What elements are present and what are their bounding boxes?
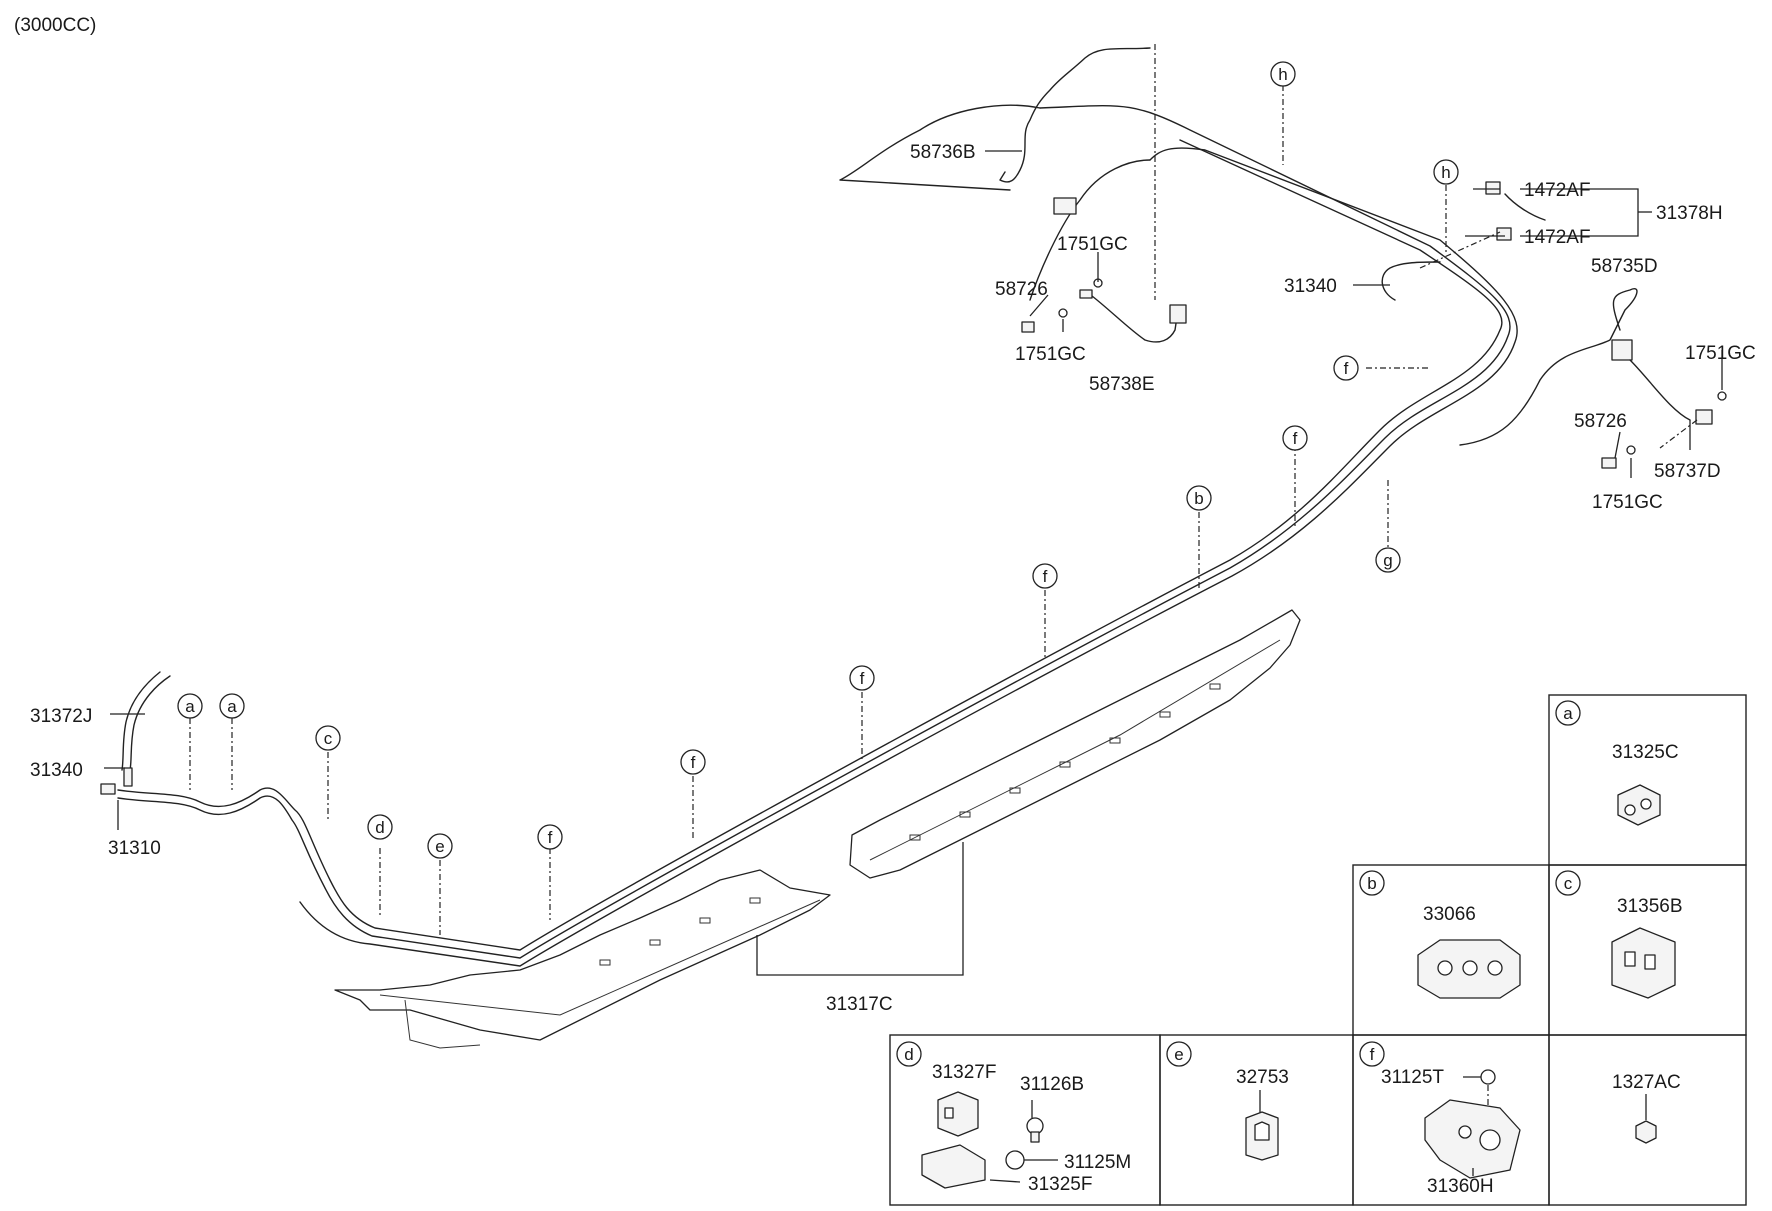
part-label: 58738E — [1089, 374, 1155, 395]
legend-letter: c — [1564, 874, 1573, 893]
rear-connector-group — [1459, 288, 1727, 469]
part-label: 58726 — [1574, 411, 1627, 432]
callout-a: a — [185, 697, 195, 716]
callout-a: a — [227, 697, 237, 716]
part-label: 31378H — [1656, 203, 1723, 224]
part-label: 1472AF — [1524, 180, 1591, 201]
callout-h: h — [1441, 163, 1450, 182]
clip-31325C-icon — [1617, 784, 1661, 826]
callout-bubbles: h h f f b g f f f f e d a a c — [177, 61, 1459, 859]
part-label: 31310 — [108, 838, 161, 859]
legend-part-label: 31126B — [1020, 1074, 1084, 1095]
bolt-31126B-icon — [1026, 1117, 1044, 1143]
part-label: 58735D — [1591, 256, 1658, 277]
legend-part-label: 32753 — [1236, 1067, 1289, 1088]
callout-h: h — [1278, 65, 1287, 84]
legend-part-label: 31360H — [1427, 1176, 1494, 1197]
legend-part-label: 31327F — [932, 1062, 996, 1083]
clip-31360H-icon — [1424, 1099, 1521, 1179]
legend-part-label: 31325F — [1028, 1174, 1092, 1195]
part-label: 58726 — [995, 279, 1048, 300]
callout-f: f — [1043, 567, 1048, 586]
right-hose-group — [1381, 181, 1652, 301]
legend-letter: b — [1367, 874, 1376, 893]
legend-part-label: 31325C — [1612, 742, 1679, 763]
left-hose-group — [100, 671, 171, 795]
legend-table: a 31325C b 33066 c 31356B d 31327F — [889, 694, 1747, 1206]
nut-1327AC-icon — [1635, 1120, 1657, 1144]
callout-g: g — [1383, 551, 1392, 570]
callout-e: e — [435, 837, 444, 856]
clip-31356B-icon — [1611, 927, 1676, 999]
legend-letter: a — [1563, 704, 1573, 723]
part-leaders — [104, 150, 1723, 830]
part-label-group: 58736B 1751GC 58726 1751GC 58738E 31340 … — [30, 142, 1756, 1015]
legend-part-label: 31356B — [1617, 896, 1683, 917]
part-label: 31340 — [30, 760, 83, 781]
part-label: 1751GC — [1685, 343, 1756, 364]
clip-31327F-icon — [937, 1091, 979, 1137]
callout-leaders — [189, 85, 1447, 935]
part-label: 31340 — [1284, 276, 1337, 297]
part-label: 58736B — [910, 142, 976, 163]
fuel-line-bundle — [117, 47, 1518, 967]
callout-f: f — [1344, 359, 1349, 378]
callout-f: f — [691, 753, 696, 772]
callout-c: c — [324, 729, 333, 748]
part-label: 31372J — [30, 706, 92, 727]
part-label: 1751GC — [1015, 344, 1086, 365]
bracket-31325F-icon — [921, 1144, 986, 1189]
callout-f: f — [860, 669, 865, 688]
part-label: 58737D — [1654, 461, 1721, 482]
part-label: 1751GC — [1592, 492, 1663, 513]
callout-d: d — [375, 818, 384, 837]
callout-f: f — [548, 828, 553, 847]
part-label: 1751GC — [1057, 234, 1128, 255]
legend-letter: e — [1174, 1045, 1183, 1064]
legend-letter: f — [1370, 1045, 1375, 1064]
engine-variant-label: (3000CC) — [14, 15, 96, 36]
legend-part-label: 1327AC — [1612, 1072, 1681, 1093]
clip-32753-icon — [1245, 1111, 1279, 1161]
top-connector-group — [1021, 44, 1187, 343]
part-label: 31317C — [826, 994, 893, 1015]
callout-b: b — [1194, 489, 1203, 508]
callout-f: f — [1293, 429, 1298, 448]
legend-part-label: 31125M — [1064, 1152, 1131, 1173]
chassis-rail — [334, 609, 1301, 1049]
legend-part-label: 31125T — [1381, 1067, 1444, 1088]
nut-31125M-icon — [1005, 1150, 1025, 1170]
part-label: 1472AF — [1524, 227, 1591, 248]
legend-letter: d — [904, 1045, 913, 1064]
clip-33066-icon — [1417, 939, 1521, 999]
legend-part-label: 33066 — [1423, 904, 1476, 925]
